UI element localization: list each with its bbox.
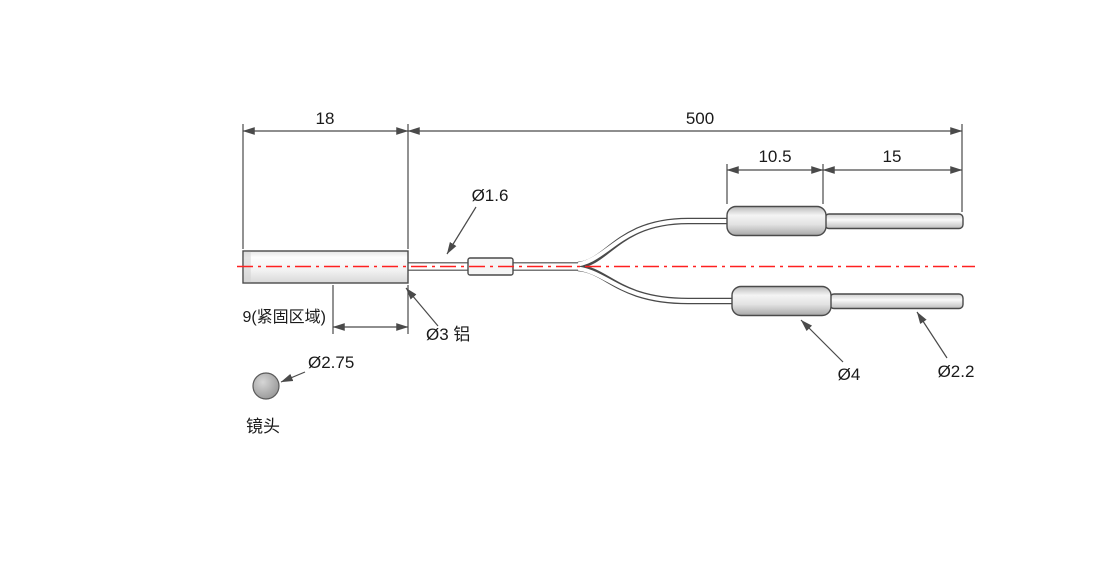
lower-branch-outline — [577, 264, 735, 305]
lens-circle — [252, 372, 280, 400]
leader-cable-dia — [446, 206, 477, 255]
dim-18-label: 18 — [316, 109, 335, 128]
upper-branch-outline — [577, 217, 730, 269]
cable-dia-label: Ø1.6 — [472, 186, 509, 205]
lens-detail: 镜头 — [246, 372, 280, 436]
lower-crimp-cylinder — [731, 285, 832, 317]
lower-end-tube — [829, 293, 964, 310]
callouts: Ø1.6 Ø3 铝 Ø4 Ø2.2 Ø2.75 — [280, 186, 975, 384]
crimp-dia-label: Ø4 — [838, 365, 861, 384]
tail-dia-label: Ø2.2 — [938, 362, 975, 381]
dim-15-label: 15 — [883, 147, 902, 166]
lens-dia-label: Ø2.75 — [308, 353, 354, 372]
upper-end-tube — [824, 213, 964, 230]
lower-branch-core — [572, 266, 735, 303]
top-dimensions: 18 500 — [242, 109, 963, 249]
upper-crimp-cylinder — [726, 205, 827, 237]
leader-body-dia — [405, 287, 439, 327]
lens-caption: 镜头 — [246, 417, 280, 436]
leader-tail-dia — [916, 311, 948, 359]
cable-branches — [572, 217, 735, 305]
fastening-zone-dimension: 9(紧固区域) — [242, 285, 409, 334]
leader-lens-dia — [280, 371, 306, 383]
body-dia-label: Ø3 铝 — [426, 325, 470, 344]
lower-assembly — [731, 285, 964, 317]
crimp-dimensions: 10.5 15 — [726, 147, 963, 204]
dim-500-label: 500 — [686, 109, 714, 128]
upper-assembly — [726, 205, 964, 237]
upper-branch-core — [572, 219, 730, 267]
leader-crimp-dia — [800, 319, 844, 363]
dim-9-label: 9(紧固区域) — [242, 308, 326, 326]
dim-10-5-label: 10.5 — [758, 147, 791, 166]
